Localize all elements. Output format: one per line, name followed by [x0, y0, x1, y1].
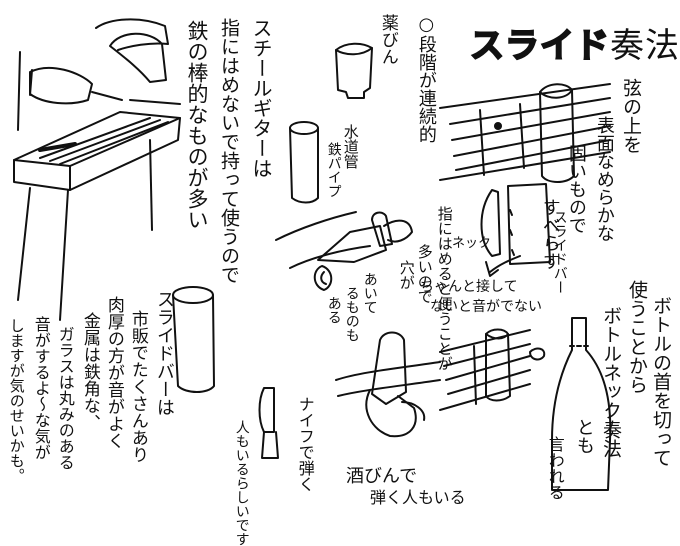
note-sake-1: 酒びんで [346, 466, 418, 487]
note-steel-guitar-1: スチールギターは [249, 18, 273, 178]
sketch-illustrations [13, 18, 612, 491]
note-knife-1: ナイフで弾く [295, 396, 315, 492]
note-sake-2: 弾く人もいる [370, 488, 466, 507]
bottleneck-slide-drawing [439, 328, 546, 411]
note-commercial-6: 音がするよ〜な気が [31, 316, 51, 460]
note-plumbing-pipe: 水道管 [341, 124, 360, 169]
note-commercial-7: しますが気のせいかも。 [7, 318, 26, 483]
title-slide: スライド [469, 25, 610, 67]
note-finger-1: 指にはめると便うことが [435, 206, 454, 371]
note-commercial-2: 市販でたくさんあり [127, 310, 148, 463]
note-commercial-4: 金属は鉄角な、 [79, 312, 100, 431]
hand-slide-drawing [275, 211, 413, 291]
note-finger-3: 穴が [397, 260, 416, 290]
note-bottleneck-5: 言われる [545, 436, 565, 500]
note-slide-4: すべらす [539, 198, 561, 270]
note-medicine-bottle: 薬びん [377, 14, 398, 65]
page-title: スライド奏法 [469, 18, 680, 67]
note-finger-4: あいて [361, 272, 378, 314]
note-bottleneck-2: 使うことから [625, 280, 648, 394]
note-steel-guitar-2: 指にはめないで持って使うので [217, 18, 240, 284]
bottle-drawing [551, 317, 612, 491]
steel-guitar-drawing [13, 18, 181, 321]
slide-closeup-drawing [480, 183, 551, 277]
label-slidebar: スライドバー [551, 210, 568, 294]
note-commercial-3: 肉厚の方が音がよく [103, 296, 124, 449]
note-steel-guitar-3: 鉄の棒的なものが多い [185, 20, 210, 230]
note-finger-2: 多いので [415, 244, 434, 304]
note-plumbing-pipe-2: 鉄パイプ [325, 142, 342, 198]
slide-bar-drawing [172, 286, 215, 393]
note-bottleneck-1: ボトルの首を切って [649, 296, 672, 467]
knife-drawing [258, 387, 279, 459]
medicine-bottle-drawing [335, 42, 373, 99]
note-knife-2: 人もいるらしいです [233, 420, 250, 546]
note-many-stages: ○段階が連続的 [415, 14, 437, 143]
note-slide-1: 弦の上を [619, 78, 642, 154]
label-neck: ネック [452, 236, 492, 251]
note-commercial-5: ガラスは丸みのある [55, 326, 75, 470]
note-bottleneck-3: ボトルネック奏法 [599, 306, 622, 458]
note-commercial-1: スライドバーは [153, 290, 175, 416]
note-bottleneck-4: とも [573, 418, 595, 454]
note-contact-2: ないと音がでない [430, 299, 542, 315]
sake-bottle-hand-drawing [335, 331, 441, 438]
note-slide-3: 固いもので [565, 144, 587, 234]
fretboard-slide-drawing [439, 83, 611, 183]
note-contact-1: ちゃんと接して [420, 279, 518, 295]
pipe-drawing [289, 121, 319, 204]
note-finger-6: ある [325, 296, 342, 324]
title-technique: 奏法 [610, 26, 680, 66]
note-finger-5: るものも [343, 286, 360, 342]
note-slide-2: 表面なめらかな [593, 116, 615, 242]
